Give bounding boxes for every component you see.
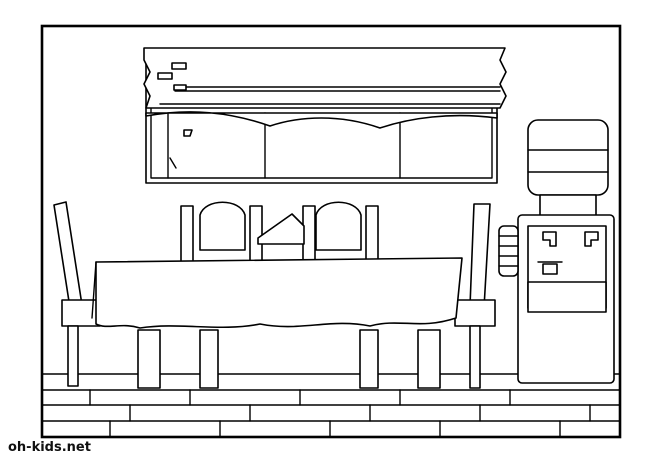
dining-table: [91, 257, 463, 389]
napkin: [257, 213, 305, 245]
chair-back-left: [180, 201, 263, 267]
floor-tiles: [41, 389, 621, 438]
site-credit[interactable]: oh-kids.net: [8, 440, 91, 455]
roller-blind: [143, 47, 507, 169]
chair-back-right: [302, 201, 379, 267]
chair-right-end: [454, 203, 496, 389]
page-frame: [40, 24, 622, 439]
curtain-valance: [145, 111, 498, 129]
water-cooler: [498, 119, 615, 384]
